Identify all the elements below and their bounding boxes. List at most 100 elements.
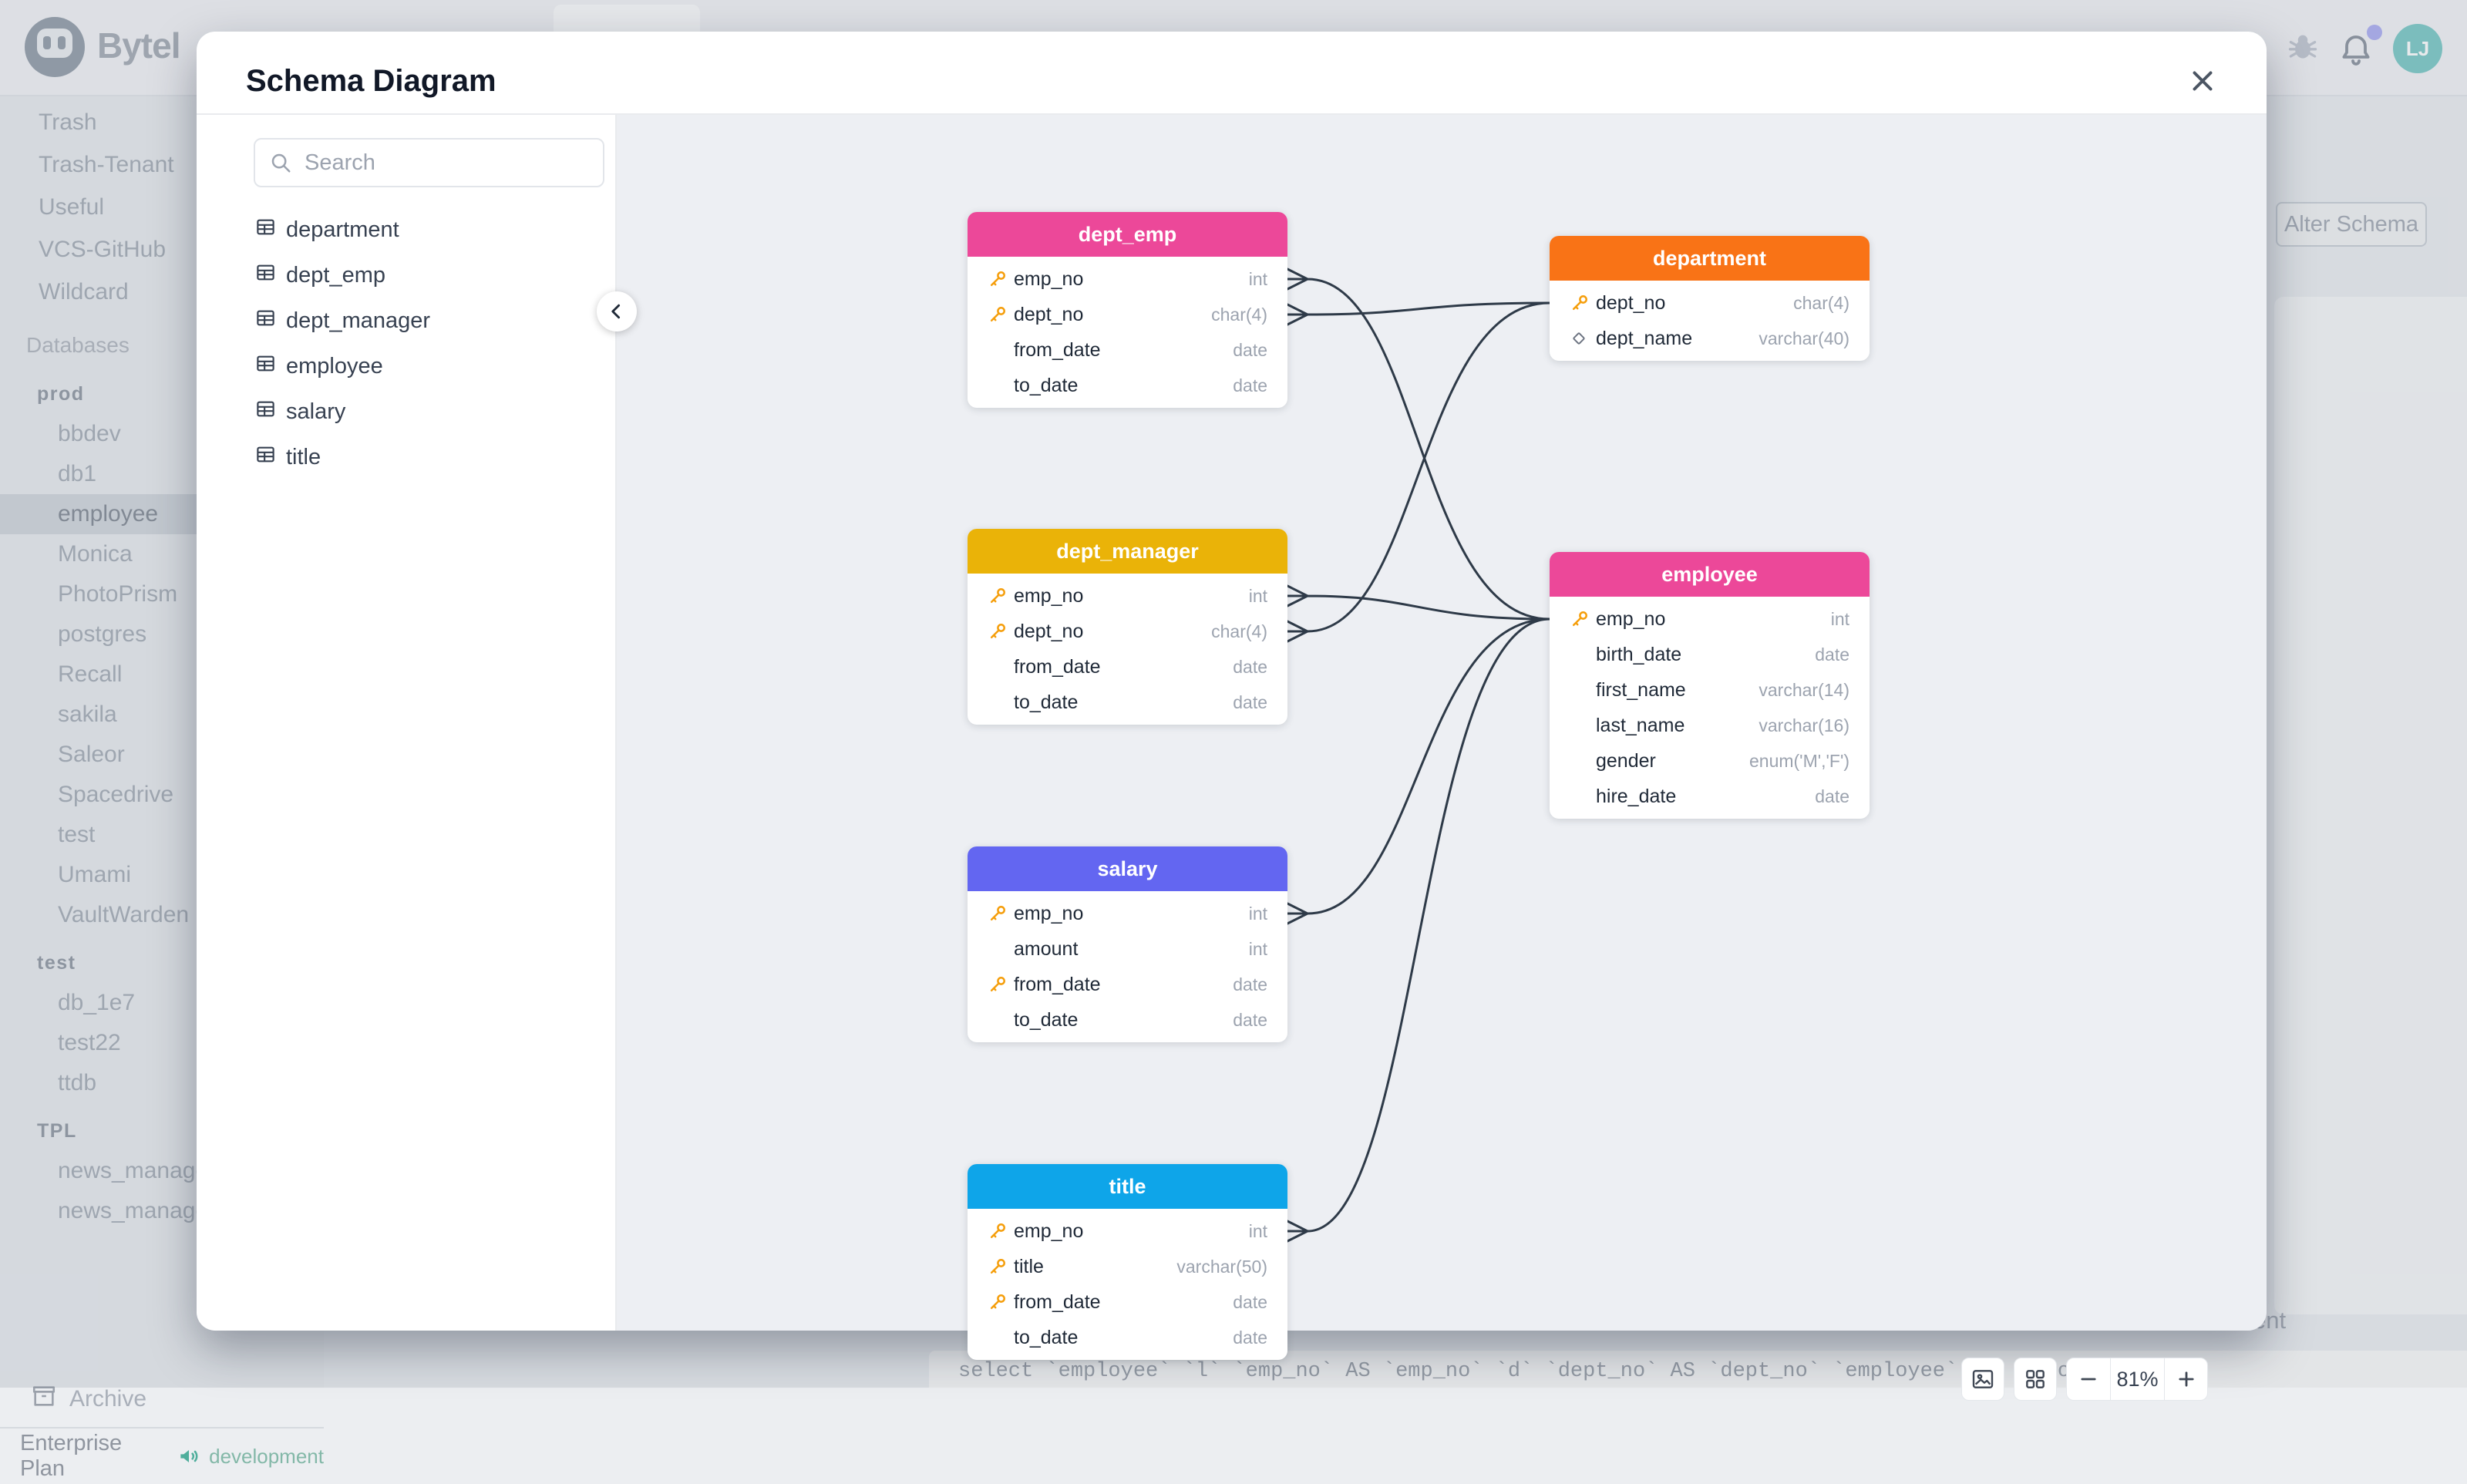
field-type: char(4) — [1211, 621, 1267, 642]
relation-dept_emp-employee — [1287, 269, 1550, 619]
schema-diagram-modal: Schema Diagram dept_empemp_nointdept_noc… — [197, 32, 2267, 1329]
field-name: from_date — [1014, 974, 1101, 996]
table-card-header: department — [1550, 236, 1870, 281]
field-type: int — [1249, 1221, 1267, 1242]
table-list-label: title — [286, 445, 321, 470]
field-row-emp_no: emp_noint — [968, 578, 1287, 614]
field-name: from_date — [1014, 656, 1101, 678]
field-type: varchar(50) — [1176, 1257, 1267, 1277]
relation-title-employee — [1287, 619, 1550, 1241]
field-type: varchar(14) — [1759, 680, 1849, 701]
field-name: title — [1014, 1256, 1044, 1278]
table-card-dept_emp[interactable]: dept_empemp_nointdept_nochar(4)from_date… — [968, 212, 1287, 408]
field-row-from_date: from_datedate — [968, 649, 1287, 685]
field-name: dept_name — [1596, 328, 1692, 350]
table-list-item-salary[interactable]: salary — [197, 389, 615, 435]
table-list-item-title[interactable]: title — [197, 435, 615, 480]
field-name: emp_no — [1014, 903, 1083, 925]
table-card-header: dept_manager — [968, 529, 1287, 574]
field-name: emp_no — [1014, 1220, 1083, 1243]
primary-key-icon — [988, 586, 1014, 606]
field-name: hire_date — [1596, 786, 1676, 808]
field-name: from_date — [1014, 339, 1101, 362]
field-row-from_date: from_date date — [968, 332, 1287, 368]
field-type: date — [1233, 375, 1267, 396]
field-name: dept_no — [1014, 304, 1083, 326]
field-name: dept_no — [1596, 292, 1665, 315]
collapse-panel-button[interactable] — [597, 291, 637, 331]
table-list-label: dept_manager — [286, 308, 430, 334]
field-name: from_date — [1014, 1291, 1101, 1314]
field-row-to_date: to_datedate — [968, 685, 1287, 720]
field-row-title: title varchar(50) — [968, 1249, 1287, 1284]
table-card-employee[interactable]: employeeemp_nointbirth_datedatefirst_nam… — [1550, 552, 1870, 819]
table-card-fields: emp_no int title varchar(50) from_date date to… — [968, 1209, 1287, 1360]
field-type: int — [1831, 609, 1849, 630]
table-list-item-department[interactable]: department — [197, 207, 615, 253]
relation-dept_emp-department — [1287, 303, 1550, 325]
zoom-control: 81% — [2066, 1358, 2208, 1401]
table-list-item-employee[interactable]: employee — [197, 344, 615, 389]
primary-key-icon — [1570, 293, 1596, 313]
field-row-gender: genderenum('M','F') — [1550, 743, 1870, 779]
environment-label: development — [209, 1445, 324, 1469]
field-row-birth_date: birth_date date — [1550, 637, 1870, 672]
table-card-title[interactable]: title emp_no int title varchar(50) from_date d… — [968, 1164, 1287, 1360]
archive-label: Archive — [69, 1386, 146, 1412]
primary-key-icon — [988, 974, 1014, 994]
table-icon — [255, 262, 276, 289]
field-row-first_name: first_name varchar(14) — [1550, 672, 1870, 708]
field-type: date — [1815, 786, 1849, 807]
field-row-to_date: to_datedate — [968, 1320, 1287, 1355]
field-name: last_name — [1596, 715, 1684, 737]
field-type: date — [1815, 644, 1849, 665]
field-type: varchar(16) — [1759, 715, 1849, 736]
field-type: date — [1233, 692, 1267, 713]
plan-bar: Enterprise Plan development — [0, 1427, 324, 1484]
field-type: date — [1233, 974, 1267, 995]
primary-key-icon — [988, 269, 1014, 289]
field-row-dept_no: dept_nochar(4) — [1550, 285, 1870, 321]
field-row-to_date: to_date date — [968, 368, 1287, 403]
modal-body: dept_empemp_nointdept_nochar(4)from_date… — [197, 113, 2267, 1329]
primary-key-icon — [988, 1292, 1014, 1312]
field-row-last_name: last_name varchar(16) — [1550, 708, 1870, 743]
field-name: to_date — [1014, 375, 1078, 397]
field-type: int — [1249, 269, 1267, 290]
auto-layout-button[interactable] — [2014, 1358, 2057, 1401]
field-row-emp_no: emp_noint — [968, 896, 1287, 931]
search-input[interactable] — [303, 150, 597, 177]
field-row-amount: amountint — [968, 931, 1287, 967]
field-type: date — [1233, 340, 1267, 361]
archive-box-icon — [31, 1383, 57, 1415]
table-icon — [255, 217, 276, 244]
field-name: birth_date — [1596, 644, 1681, 666]
table-icon — [255, 399, 276, 426]
table-card-header: title — [968, 1164, 1287, 1209]
table-list-label: salary — [286, 399, 345, 425]
table-card-salary[interactable]: salaryemp_nointamountintfrom_datedateto_… — [968, 846, 1287, 1042]
table-icon — [255, 353, 276, 380]
table-card-fields: emp_nointdept_nochar(4)from_datedateto_d… — [968, 574, 1287, 725]
field-type: varchar(40) — [1759, 328, 1849, 349]
field-row-emp_no: emp_noint — [1550, 601, 1870, 637]
table-card-department[interactable]: department dept_nochar(4) dept_name varchar… — [1550, 236, 1870, 361]
table-list-label: employee — [286, 354, 383, 379]
zoom-out-button[interactable] — [2067, 1358, 2110, 1400]
table-card-fields: emp_nointbirth_datedatefirst_namevarchar… — [1550, 597, 1870, 819]
table-card-dept_manager[interactable]: dept_manageremp_nointdept_nochar(4)from_… — [968, 529, 1287, 725]
table-card-header: employee — [1550, 552, 1870, 597]
primary-key-icon — [988, 1257, 1014, 1277]
field-name: first_name — [1596, 679, 1686, 702]
zoom-in-button[interactable] — [2164, 1358, 2207, 1400]
primary-key-icon — [1570, 609, 1596, 629]
field-name: emp_no — [1014, 268, 1083, 291]
close-icon[interactable] — [2184, 62, 2221, 99]
table-icon — [255, 308, 276, 335]
table-list-item-dept_emp[interactable]: dept_emp — [197, 253, 615, 298]
table-list-item-dept_manager[interactable]: dept_manager — [197, 298, 615, 344]
field-row-emp_no: emp_no int — [968, 1213, 1287, 1249]
export-image-button[interactable] — [1961, 1358, 2004, 1401]
index-diamond-icon — [1570, 329, 1596, 348]
field-type: date — [1233, 1292, 1267, 1313]
